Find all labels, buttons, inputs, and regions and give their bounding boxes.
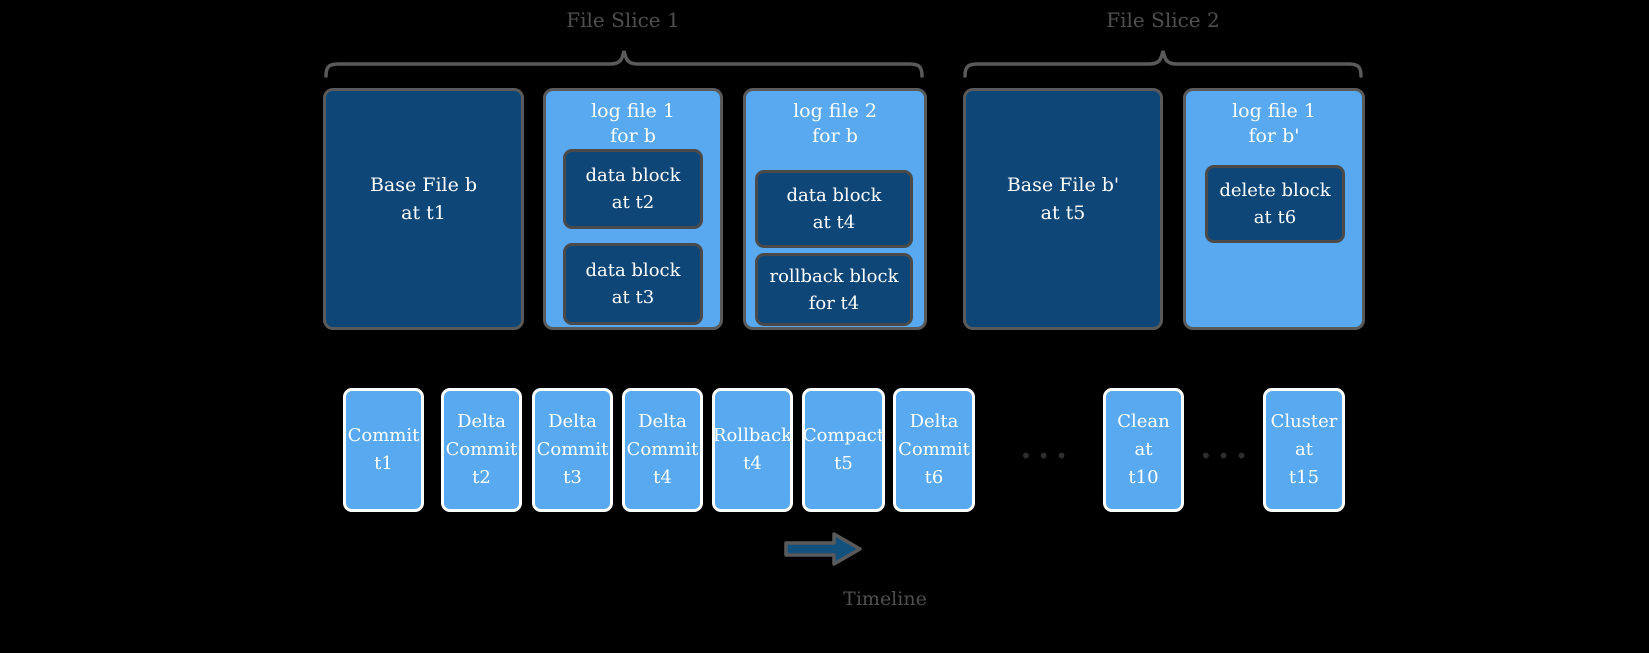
base-file-b-box: Base File b at t1 xyxy=(323,88,524,330)
data-block-t3: data block at t3 xyxy=(563,243,703,325)
timeline-event-delta-commit-t2: Delta Commit t2 xyxy=(441,388,522,512)
timeline-event-label: Rollback t4 xyxy=(712,425,793,474)
timeline-event-label: Commit t1 xyxy=(347,425,420,474)
log-file-1-for-b-title: log file 1 for b xyxy=(591,100,675,147)
timeline-event-label: Clean at t10 xyxy=(1117,411,1170,488)
timeline-event-label: Delta Commit t4 xyxy=(626,411,699,488)
timeline-event-label: Delta Commit t3 xyxy=(536,411,609,488)
rollback-block-t4: rollback block for t4 xyxy=(755,253,913,326)
log-file-1-for-b-box: log file 1 for b data block at t2 data b… xyxy=(543,88,723,330)
data-block-t2-label: data block at t2 xyxy=(585,165,681,213)
data-block-t2: data block at t2 xyxy=(563,149,703,229)
timeline-event-label: Cluster at t15 xyxy=(1270,411,1338,488)
data-block-t3-label: data block at t3 xyxy=(585,260,681,308)
log-file-2-for-b-box: log file 2 for b data block at t4 rollba… xyxy=(743,88,927,330)
base-file-b-label: Base File b at t1 xyxy=(369,173,478,225)
timeline-event-commit-t1: Commit t1 xyxy=(343,388,424,512)
file-slice-2-label: File Slice 2 xyxy=(1106,8,1220,32)
base-file-b-prime-box: Base File b' at t5 xyxy=(963,88,1163,330)
delete-block-t6-label: delete block at t6 xyxy=(1219,180,1331,228)
timeline-event-delta-commit-t4: Delta Commit t4 xyxy=(622,388,703,512)
file-slice-1-label: File Slice 1 xyxy=(566,8,680,32)
timeline-arrow-icon xyxy=(784,532,862,566)
log-file-1-for-b-prime-title: log file 1 for b' xyxy=(1232,100,1316,147)
timeline-ellipsis-2: ••• xyxy=(1200,444,1254,468)
timeline-event-rollback-t4: Rollback t4 xyxy=(712,388,793,512)
file-slice-1-brace-icon xyxy=(324,50,924,78)
rollback-block-t4-label: rollback block for t4 xyxy=(769,265,899,314)
timeline-event-cluster-t15: Cluster at t15 xyxy=(1263,388,1345,512)
timeline-event-delta-commit-t3: Delta Commit t3 xyxy=(532,388,613,512)
timeline-event-label: Compact t5 xyxy=(802,425,885,474)
data-block-t4-label: data block at t4 xyxy=(786,185,882,233)
log-file-1-for-b-prime-box: log file 1 for b' delete block at t6 xyxy=(1183,88,1365,330)
timeline-event-label: Delta Commit t6 xyxy=(898,411,970,488)
delete-block-t6: delete block at t6 xyxy=(1205,165,1345,243)
file-slice-2-brace-icon xyxy=(963,50,1363,78)
timeline-label: Timeline xyxy=(843,588,927,610)
data-block-t4: data block at t4 xyxy=(755,170,913,248)
timeline-event-label: Delta Commit t2 xyxy=(445,411,518,488)
timeline-event-delta-commit-t6: Delta Commit t6 xyxy=(893,388,975,512)
base-file-b-prime-label: Base File b' at t5 xyxy=(1006,173,1120,225)
timeline-event-compact-t5: Compact t5 xyxy=(802,388,885,512)
timeline-ellipsis-1: ••• xyxy=(1020,444,1074,468)
timeline-event-clean-t10: Clean at t10 xyxy=(1103,388,1184,512)
log-file-2-for-b-title: log file 2 for b xyxy=(793,100,877,147)
